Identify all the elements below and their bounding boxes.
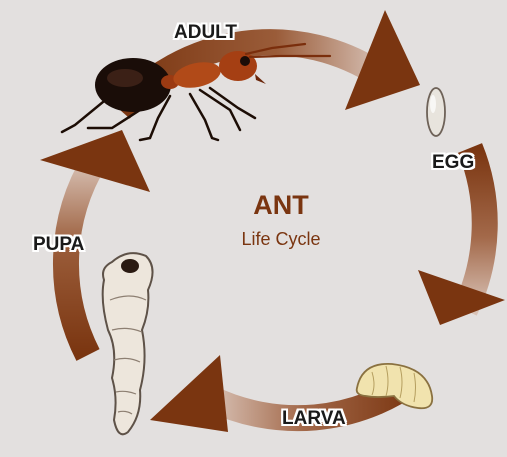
stage-label-egg: EGG — [432, 152, 474, 174]
arrowhead-right-bottom — [418, 270, 505, 325]
stage-label-pupa: PUPA — [33, 234, 84, 256]
pupa-icon — [103, 253, 153, 434]
arrowhead-bottom-left — [150, 355, 228, 432]
egg-icon — [427, 88, 445, 136]
arrow-arc-left — [66, 160, 95, 355]
stage-label-larva: LARVA — [282, 408, 346, 430]
diagram-subtitle: Life Cycle — [211, 229, 351, 250]
diagram-title: ANT — [226, 190, 336, 221]
stage-label-adult: ADULT — [174, 22, 237, 44]
